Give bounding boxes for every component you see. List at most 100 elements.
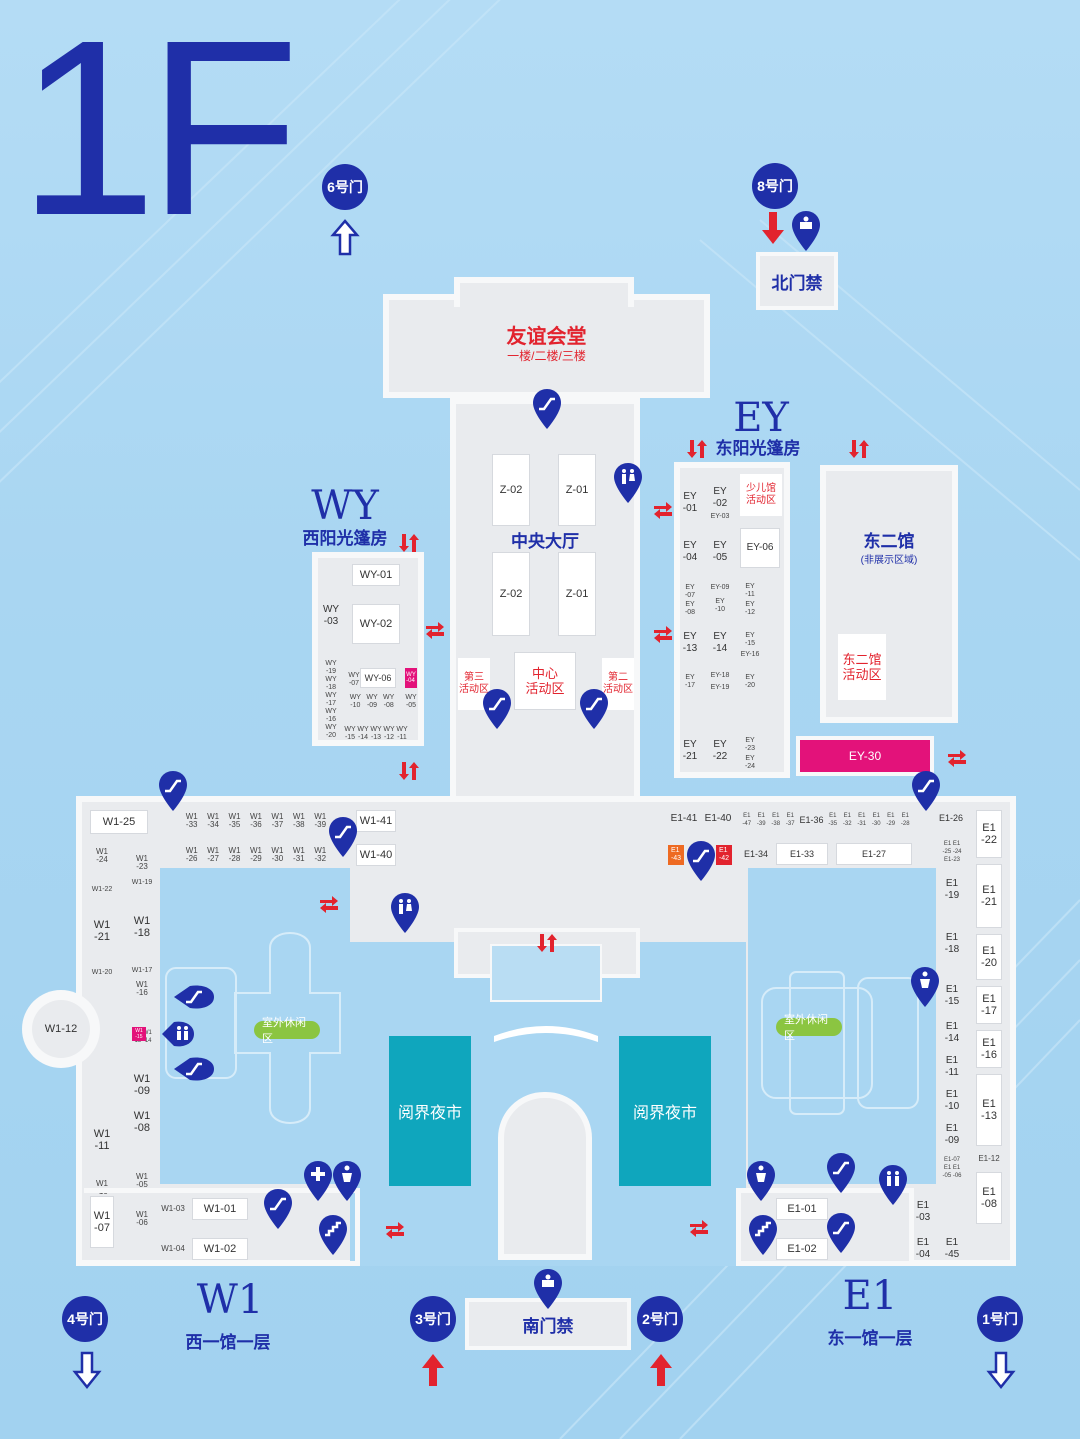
restroom-icon-2[interactable] bbox=[390, 892, 420, 934]
booth-ey06[interactable]: EY-06 bbox=[740, 528, 780, 568]
booth-e1-13[interactable]: E1 -13 bbox=[976, 1074, 1002, 1146]
booth-w1-32[interactable]: W1 -32 bbox=[314, 846, 327, 863]
nursing-room-icon-2[interactable] bbox=[332, 1160, 362, 1202]
booth-w1-37[interactable]: W1 -37 bbox=[271, 812, 284, 829]
security-check-icon[interactable] bbox=[791, 210, 821, 252]
booth-wy18[interactable]: WY -18 bbox=[325, 675, 337, 691]
booth-w1-16[interactable]: W1 -16 bbox=[136, 980, 148, 997]
booth-e1-42[interactable]: E1 -42 bbox=[716, 845, 732, 865]
gate-6[interactable]: 6号门 bbox=[322, 164, 368, 210]
north-gate-checkpoint[interactable]: 北门禁 bbox=[756, 252, 838, 310]
gate-1[interactable]: 1号门 bbox=[977, 1296, 1023, 1342]
nursing-room-icon-3[interactable] bbox=[746, 1160, 776, 1202]
escalator-icon-3[interactable] bbox=[579, 688, 609, 730]
night-market-east[interactable]: 阅界夜市 bbox=[619, 1036, 711, 1186]
booth-e1-38[interactable]: E1 -38 bbox=[771, 813, 781, 827]
booth-e1-17[interactable]: E1 -17 bbox=[976, 986, 1002, 1024]
booth-e1-11[interactable]: E1 -11 bbox=[945, 1055, 959, 1078]
booth-w1-07[interactable]: W1 -07 bbox=[90, 1196, 114, 1248]
central-hall[interactable] bbox=[450, 398, 640, 818]
booth-e1-27[interactable]: E1-27 bbox=[836, 843, 912, 865]
escalator-icon-2[interactable] bbox=[482, 688, 512, 730]
restroom-icon-3[interactable] bbox=[160, 1020, 196, 1048]
booth-w1-01[interactable]: W1-01 bbox=[192, 1198, 248, 1220]
booth-e1-30[interactable]: E1 -30 bbox=[871, 813, 881, 827]
booth-e1-22[interactable]: E1 -22 bbox=[976, 810, 1002, 858]
restroom-icon[interactable] bbox=[613, 462, 643, 504]
booth-e1-33[interactable]: E1-33 bbox=[776, 843, 828, 865]
booth-w1-18[interactable]: W1 -18 bbox=[133, 915, 151, 939]
booth-w1-30[interactable]: W1 -30 bbox=[271, 846, 284, 863]
booth-e1-43[interactable]: E1 -43 bbox=[668, 845, 684, 865]
booth-w1-21[interactable]: W1 -21 bbox=[93, 919, 111, 944]
booth-w1-35[interactable]: W1 -35 bbox=[228, 812, 241, 829]
booth-wy07[interactable]: WY -07 bbox=[348, 672, 360, 687]
booth-e1-29[interactable]: E1 -29 bbox=[886, 813, 896, 827]
booth-ey18[interactable]: EY-18 bbox=[710, 672, 730, 679]
activity-zone-3[interactable]: 第三 活动区 bbox=[458, 658, 490, 710]
booth-z02-b[interactable]: Z-02 bbox=[492, 552, 530, 636]
escalator-icon-11[interactable] bbox=[826, 1152, 856, 1194]
booth-wy20[interactable]: WY -20 bbox=[325, 723, 337, 739]
booth-wy04[interactable]: WY -04 bbox=[405, 668, 417, 688]
outdoor-leisure-east[interactable]: 室外休闲区 bbox=[776, 1014, 842, 1042]
booth-w1-02[interactable]: W1-02 bbox=[192, 1238, 248, 1260]
booth-wy16[interactable]: WY -16 bbox=[325, 707, 337, 723]
booth-ey07[interactable]: EY -07 bbox=[684, 584, 696, 599]
booth-wy12[interactable]: WY -12 bbox=[383, 726, 395, 741]
gate-2[interactable]: 2号门 bbox=[637, 1296, 683, 1342]
booth-ey05[interactable]: EY -05 bbox=[712, 540, 728, 563]
booth-e1-04[interactable]: E1 -04 bbox=[915, 1237, 931, 1260]
booth-wy08[interactable]: WY -08 bbox=[383, 694, 395, 709]
booth-ey30[interactable]: EY-30 bbox=[796, 736, 934, 776]
booth-ey22[interactable]: EY -22 bbox=[712, 739, 728, 762]
booth-ey23[interactable]: EY -23 bbox=[744, 737, 756, 752]
booth-wy10[interactable]: WY -10 bbox=[349, 694, 361, 709]
booth-w1-15[interactable]: W1 -15 bbox=[132, 1027, 146, 1041]
booth-ey11[interactable]: EY -11 bbox=[745, 583, 755, 598]
booth-ey09[interactable]: EY-09 bbox=[710, 584, 730, 591]
gate-3[interactable]: 3号门 bbox=[410, 1296, 456, 1342]
booth-ey02[interactable]: EY -02 bbox=[712, 486, 728, 509]
booth-z01-b[interactable]: Z-01 bbox=[558, 552, 596, 636]
escalator-icon-6[interactable] bbox=[911, 770, 941, 812]
east-hall-2[interactable] bbox=[820, 465, 958, 723]
booth-e1-28[interactable]: E1 -28 bbox=[900, 813, 910, 827]
booth-ey10[interactable]: EY -10 bbox=[714, 598, 726, 613]
booth-w1-23[interactable]: W1 -23 bbox=[136, 854, 148, 871]
booth-w1-29[interactable]: W1 -29 bbox=[249, 846, 262, 863]
booth-e1-35[interactable]: E1 -35 bbox=[828, 813, 838, 827]
booth-e1-14[interactable]: E1 -14 bbox=[944, 1021, 960, 1044]
booth-e1-41[interactable]: E1-41 bbox=[670, 813, 698, 824]
booth-w1-34[interactable]: W1 -34 bbox=[207, 812, 220, 829]
booth-w1-25[interactable]: W1-25 bbox=[90, 810, 148, 834]
booth-w1-08[interactable]: W1 -08 bbox=[133, 1110, 151, 1134]
nursing-room-icon[interactable] bbox=[910, 966, 940, 1008]
booth-w1-03[interactable]: W1-03 bbox=[161, 1204, 185, 1213]
booth-ey12[interactable]: EY -12 bbox=[744, 601, 756, 616]
booth-e1-34[interactable]: E1-34 bbox=[743, 849, 769, 859]
booth-w1-24[interactable]: W1 -24 bbox=[96, 847, 108, 864]
booth-wy03[interactable]: WY -03 bbox=[322, 604, 340, 627]
booth-w1-04[interactable]: W1-04 bbox=[161, 1244, 185, 1253]
east-hall-2-activity-zone[interactable]: 东二馆 活动区 bbox=[838, 634, 886, 700]
outdoor-leisure-west[interactable]: 室外休闲区 bbox=[254, 1017, 320, 1045]
booth-e1-01[interactable]: E1-01 bbox=[776, 1198, 828, 1220]
booth-ey15[interactable]: EY -15 bbox=[744, 632, 756, 647]
booth-z02[interactable]: Z-02 bbox=[492, 454, 530, 526]
booth-w1-27[interactable]: W1 -27 bbox=[207, 846, 220, 863]
booth-ey13[interactable]: EY -13 bbox=[682, 631, 698, 654]
escalator-icon-4[interactable] bbox=[158, 770, 188, 812]
escalator-icon-8[interactable] bbox=[172, 984, 216, 1010]
booth-wy09[interactable]: WY -09 bbox=[366, 694, 378, 709]
booth-e1-16[interactable]: E1 -16 bbox=[976, 1030, 1002, 1068]
booth-w1-38[interactable]: W1 -38 bbox=[292, 812, 305, 829]
first-aid-icon[interactable] bbox=[303, 1160, 333, 1202]
booth-e1-05-07[interactable]: E1-07 E1 E1 -05 -06 bbox=[942, 1157, 962, 1179]
booth-wy13[interactable]: WY -13 bbox=[370, 726, 382, 741]
booth-e1-31[interactable]: E1 -31 bbox=[857, 813, 867, 827]
booth-w1-39[interactable]: W1 -39 bbox=[314, 812, 327, 829]
booth-z01[interactable]: Z-01 bbox=[558, 454, 596, 526]
escalator-icon-7[interactable] bbox=[686, 840, 716, 882]
stairs-icon[interactable] bbox=[318, 1214, 348, 1256]
